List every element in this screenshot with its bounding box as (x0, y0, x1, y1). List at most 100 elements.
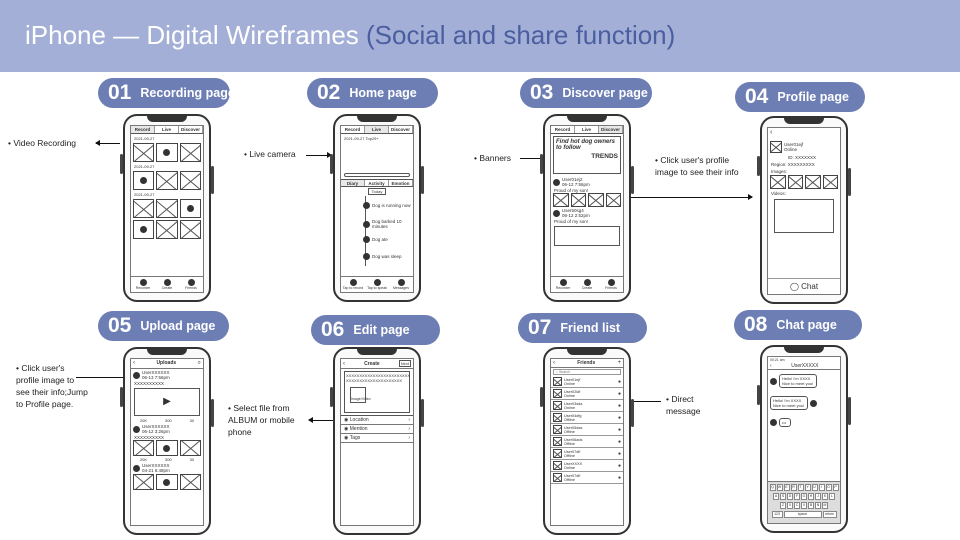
search-icon[interactable]: ⌕ (197, 360, 201, 366)
nav-friends[interactable]: Friends (179, 277, 203, 292)
post-image[interactable] (179, 440, 201, 456)
avatar[interactable] (133, 464, 140, 472)
nav-tap-record[interactable]: Tap to record (341, 277, 365, 292)
nav-tap-speak[interactable]: Tap to speak (365, 277, 389, 292)
nav-create[interactable]: Create (155, 277, 179, 292)
message-icon[interactable]: ● (617, 474, 621, 481)
profile-video[interactable] (774, 199, 834, 233)
key[interactable]: G (801, 493, 807, 500)
key[interactable]: E (783, 484, 790, 491)
key[interactable]: Q (769, 484, 776, 491)
message-icon[interactable]: ● (617, 378, 621, 385)
video-thumb[interactable] (179, 220, 201, 239)
video-thumb[interactable] (156, 199, 178, 218)
post-image[interactable] (588, 193, 604, 207)
key[interactable]: V (801, 502, 807, 509)
message-icon[interactable]: ● (617, 438, 621, 445)
tab-live[interactable]: Live (365, 126, 389, 133)
likes-count[interactable]: 20K (139, 457, 148, 462)
avatar[interactable] (553, 178, 560, 186)
back-icon[interactable]: ‹ (343, 360, 345, 367)
post-video[interactable]: ▶ (134, 388, 200, 416)
profile-image[interactable] (770, 175, 786, 189)
option-tags[interactable]: ◉ Tags› (341, 434, 413, 443)
key[interactable]: M (822, 502, 828, 509)
nav-friends[interactable]: Friends (599, 277, 623, 292)
message-icon[interactable]: ● (617, 402, 621, 409)
back-icon[interactable]: ‹ (770, 363, 772, 369)
key[interactable]: U (811, 484, 818, 491)
key[interactable]: F (794, 493, 800, 500)
avatar[interactable] (133, 371, 140, 379)
video-thumb[interactable] (156, 171, 178, 190)
post-image[interactable] (605, 193, 621, 207)
video-thumb[interactable] (156, 143, 178, 162)
upload-image-button[interactable]: Image/Video (350, 387, 371, 403)
key-return[interactable]: return (822, 511, 837, 518)
chat-button[interactable]: ◯ Chat (768, 278, 840, 291)
tab-discover[interactable]: Discover (179, 126, 203, 133)
key[interactable]: X (787, 502, 793, 509)
video-thumb[interactable] (179, 199, 201, 218)
back-icon[interactable]: ‹ (553, 360, 555, 366)
search-input[interactable]: ⌕ Search (553, 369, 621, 375)
friend-avatar[interactable] (553, 437, 562, 446)
key[interactable]: D (787, 493, 793, 500)
key-space[interactable]: space (783, 511, 822, 518)
friend-avatar[interactable] (553, 413, 562, 422)
friend-avatar[interactable] (553, 449, 562, 458)
video-progress-bar[interactable] (344, 173, 410, 177)
tab-record[interactable]: Record (341, 126, 365, 133)
post-image[interactable] (133, 440, 155, 456)
key[interactable]: A (773, 493, 779, 500)
option-mention[interactable]: ◉ Mention› (341, 425, 413, 434)
likes-count[interactable]: 20K (139, 418, 148, 423)
profile-image[interactable] (822, 175, 838, 189)
key[interactable]: Y (804, 484, 811, 491)
key[interactable]: B (808, 502, 814, 509)
video-thumb[interactable] (179, 143, 201, 162)
friend-avatar[interactable] (553, 389, 562, 398)
post-image[interactable] (156, 474, 178, 490)
key[interactable]: H (808, 493, 814, 500)
profile-image[interactable] (805, 175, 821, 189)
tab-activity[interactable]: Activity (365, 180, 389, 186)
key-123[interactable]: 123 (771, 511, 783, 518)
tab-live[interactable]: Live (575, 126, 599, 133)
friend-avatar[interactable] (553, 401, 562, 410)
video-thumb[interactable] (133, 199, 155, 218)
tab-record[interactable]: Record (131, 126, 155, 133)
key[interactable]: N (815, 502, 821, 509)
friend-avatar[interactable] (553, 461, 562, 470)
nav-messages[interactable]: Messages (389, 277, 413, 292)
nav-recorder[interactable]: Recorder (551, 277, 575, 292)
tab-diary[interactable]: Diary (341, 180, 365, 186)
shares-count[interactable]: 30 (189, 418, 195, 423)
shares-count[interactable]: 30 (189, 457, 195, 462)
back-icon[interactable]: ‹ (770, 129, 773, 136)
friend-avatar[interactable] (553, 473, 562, 482)
post-video[interactable] (554, 226, 620, 246)
tab-live[interactable]: Live (155, 126, 179, 133)
video-thumb[interactable] (133, 220, 155, 239)
message-icon[interactable]: ● (617, 414, 621, 421)
key[interactable]: K (822, 493, 828, 500)
key[interactable]: J (815, 493, 821, 500)
back-icon[interactable]: ‹ (133, 360, 135, 366)
key[interactable]: L (829, 493, 835, 500)
text-area[interactable]: XXXXXXXXXXXXXXXXXXXXXXXX XXXXXXXXXXXXXXX… (344, 371, 410, 413)
key[interactable]: I (818, 484, 825, 491)
key[interactable]: O (825, 484, 832, 491)
avatar[interactable] (133, 425, 140, 433)
post-image[interactable] (179, 474, 201, 490)
video-thumb[interactable] (179, 171, 201, 190)
message-icon[interactable]: ● (617, 462, 621, 469)
